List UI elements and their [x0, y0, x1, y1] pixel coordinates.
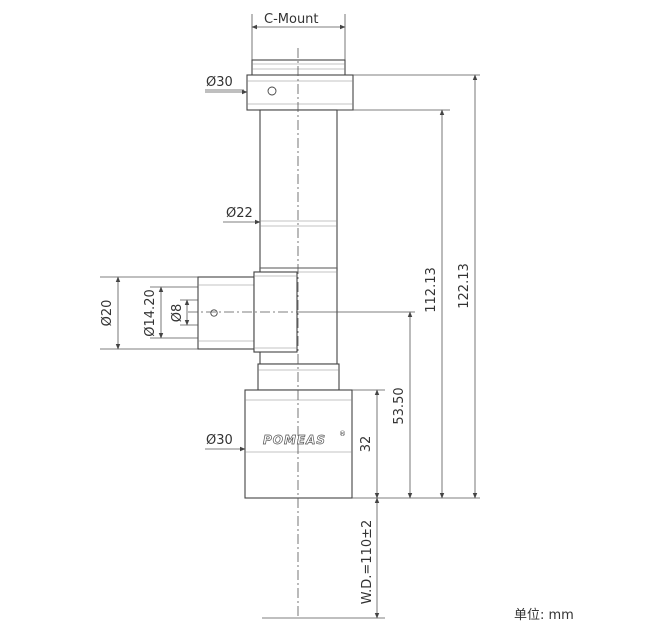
length-112-label: 112.13: [424, 267, 439, 313]
c-mount-thread: [251, 59, 346, 77]
length-32-label: 32: [359, 436, 374, 453]
dia-tube-label: Ø22: [226, 206, 253, 221]
brand-logo: POMEAS: [263, 433, 326, 447]
length-53-label: 53.50: [392, 387, 407, 424]
lower-collar: [257, 363, 340, 391]
dia-port-small-label: Ø8: [170, 304, 185, 323]
side-port: [197, 276, 261, 350]
unit-label: 单位: mm: [514, 608, 574, 623]
length-122-label: 122.13: [457, 263, 472, 309]
registered-mark: ®: [339, 430, 346, 438]
upper-tube: [259, 109, 338, 271]
dia-port-inner-label: Ø14.20: [143, 289, 158, 336]
lens-body: [197, 59, 354, 499]
dia-bottom-label: Ø30: [206, 433, 233, 448]
dia-top-label: Ø30: [206, 75, 233, 90]
port-screw: [210, 309, 218, 317]
working-distance-label: W.D.=110±2: [360, 520, 375, 605]
c-mount-label: C-Mount: [264, 12, 319, 27]
set-screw: [267, 86, 277, 96]
dia-port-label: Ø20: [100, 300, 115, 327]
top-flange: [246, 74, 354, 111]
bottom-barrel: [244, 389, 353, 499]
